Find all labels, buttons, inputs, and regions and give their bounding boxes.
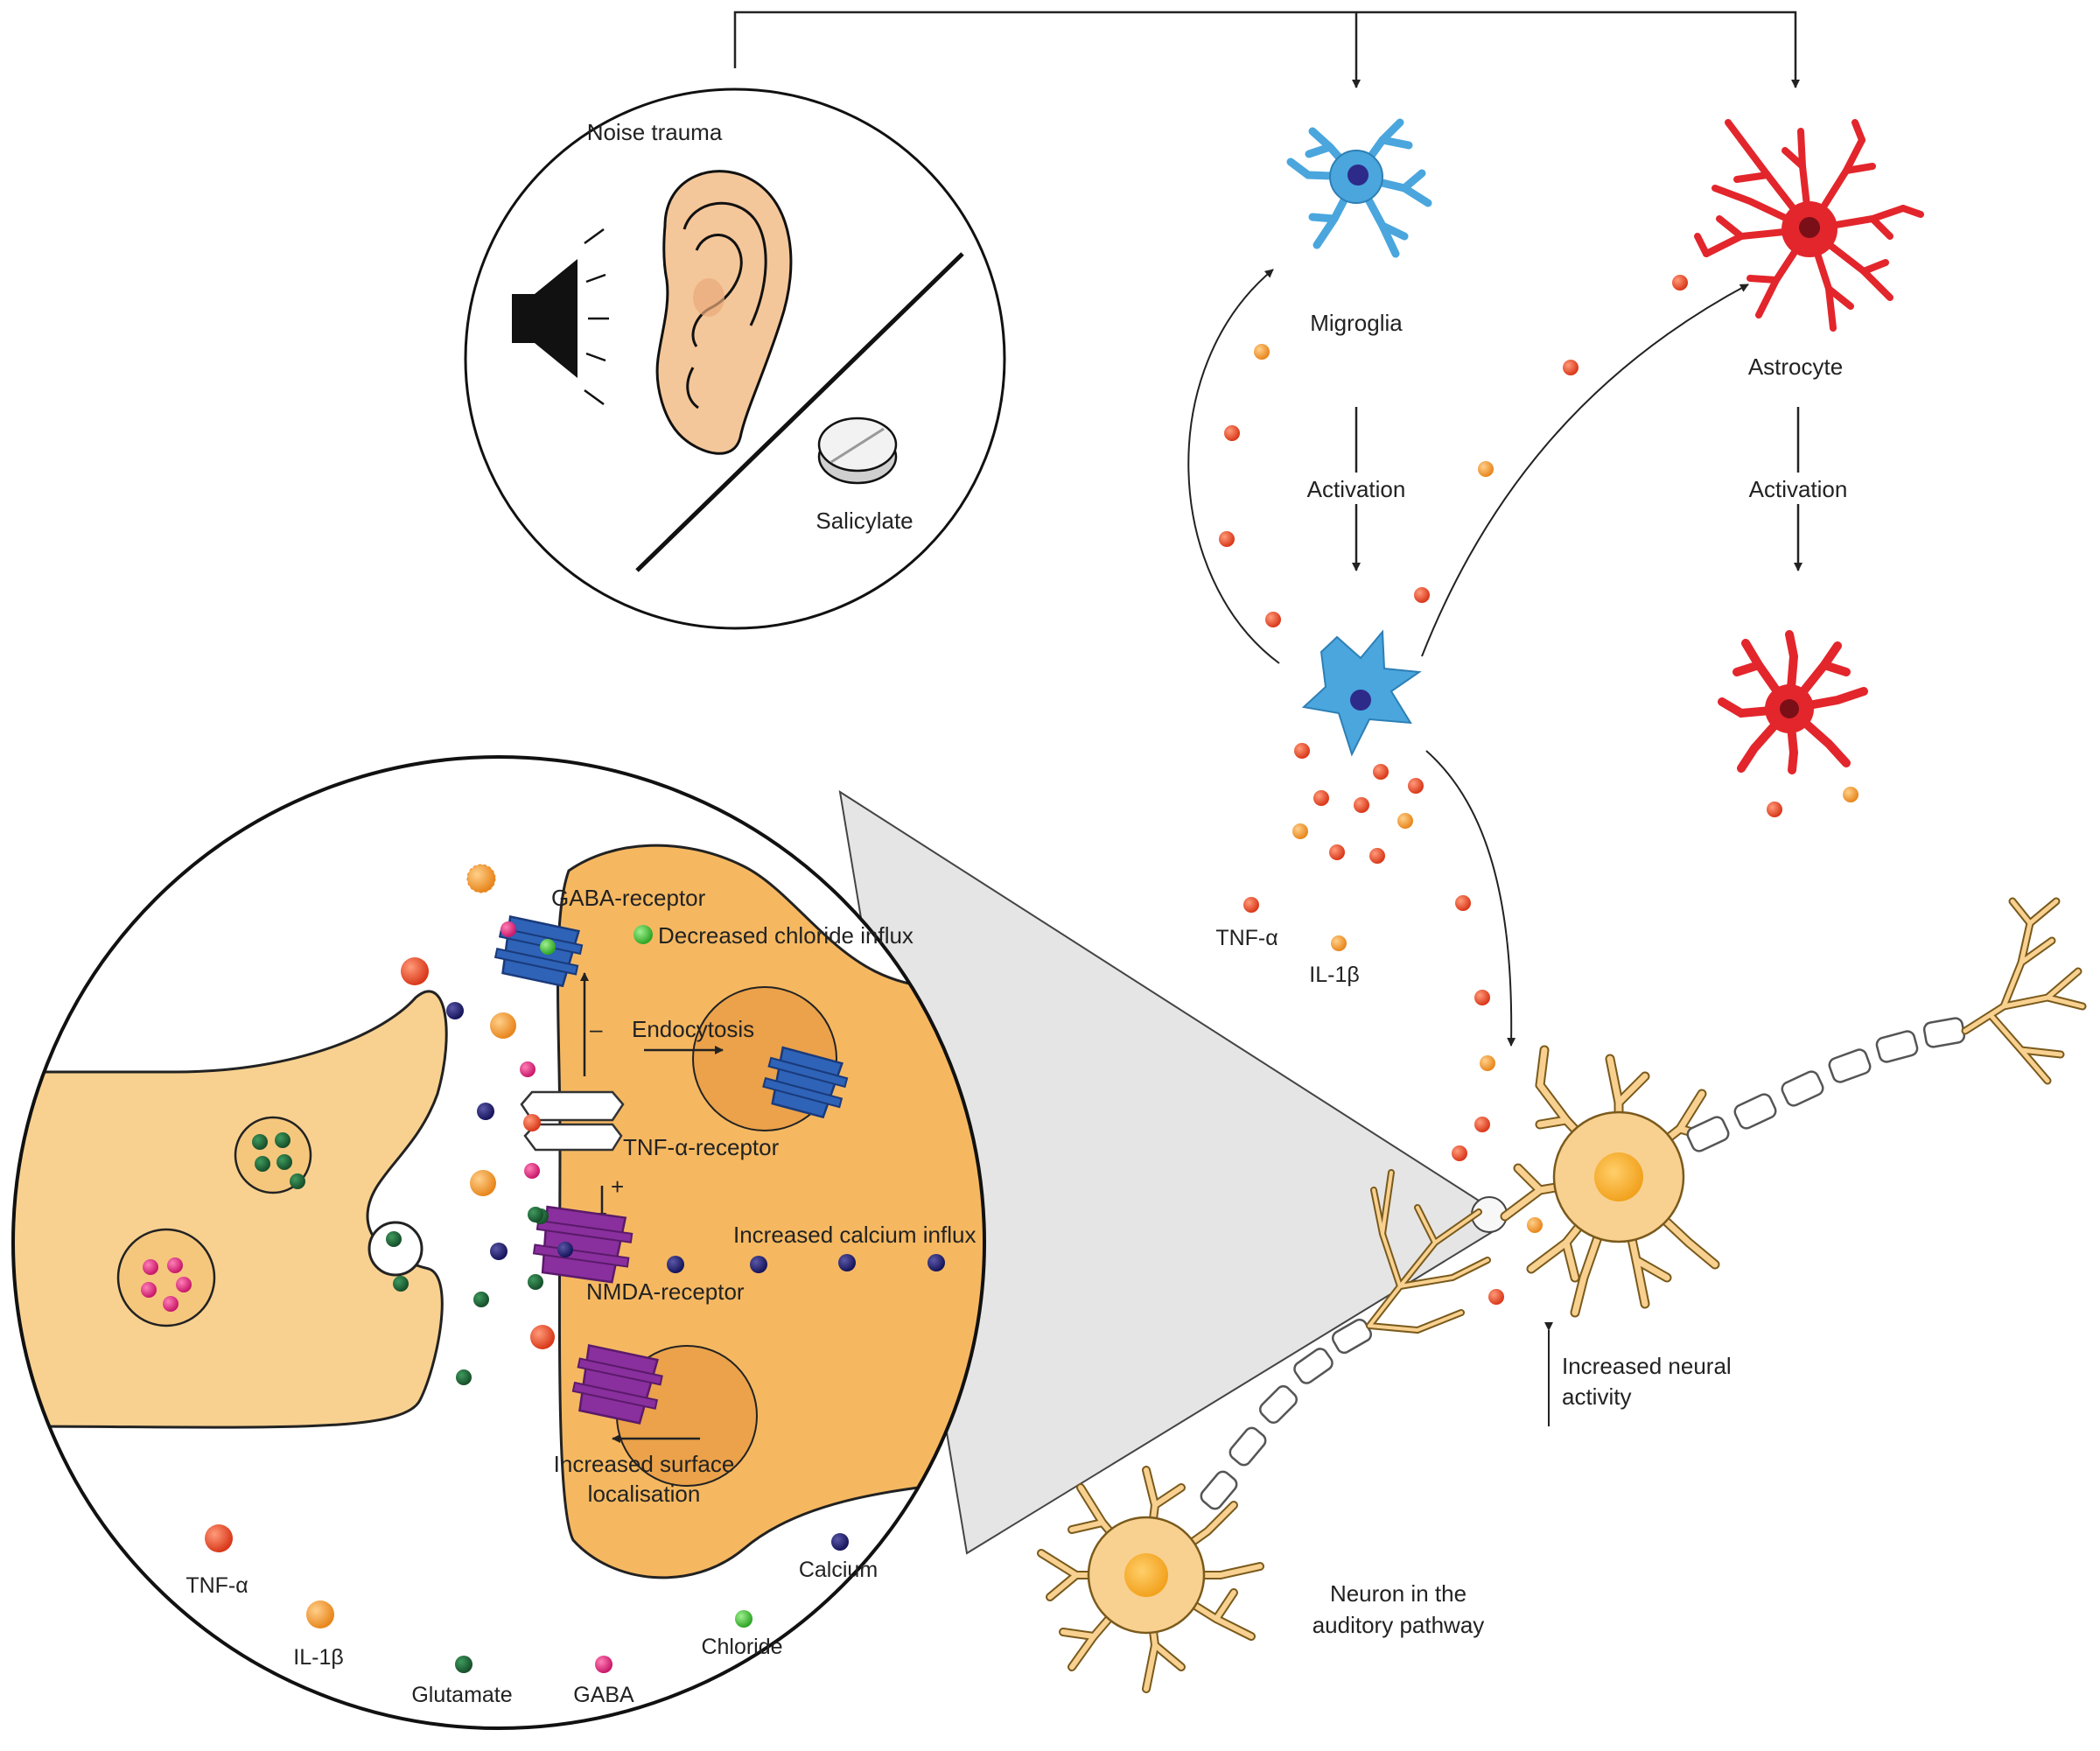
auditory-neuron-main bbox=[1500, 897, 2087, 1318]
legend-tnf-swatch bbox=[205, 1524, 233, 1552]
tnf-alpha-label: TNF-α bbox=[1215, 926, 1278, 950]
pill-icon bbox=[817, 417, 898, 485]
auditory-neuron-second bbox=[1037, 1169, 1491, 1693]
divider-line bbox=[635, 252, 964, 572]
chloride-dot bbox=[634, 925, 653, 944]
legend-calcium-label: Calcium bbox=[799, 1558, 878, 1582]
legend-glutamate-label: Glutamate bbox=[411, 1683, 512, 1707]
pathway-line1: Neuron in the bbox=[1330, 1580, 1466, 1607]
pathway-line2: auditory pathway bbox=[1312, 1612, 1485, 1638]
feedback-arrows bbox=[1187, 269, 1749, 1426]
trigger-circle: Noise trauma Salicylate bbox=[464, 88, 1006, 630]
increased-activity-line2: activity bbox=[1562, 1383, 1631, 1410]
legend: TNF-α IL-1β Glutamate GABA Chloride Calc… bbox=[186, 1524, 878, 1707]
surface-label-line1: Increased surface bbox=[554, 1451, 735, 1477]
gaba-vesicle bbox=[116, 1228, 216, 1327]
tnf-alpha-receptor bbox=[520, 1090, 625, 1152]
astrocyte-activation-label: Activation bbox=[1749, 476, 1848, 502]
presynaptic-terminal bbox=[13, 990, 448, 1429]
increased-activity-line1: Increased neural bbox=[1562, 1353, 1732, 1379]
legend-tnf-label: TNF-α bbox=[186, 1573, 248, 1598]
il1b-label: IL-1β bbox=[1309, 963, 1359, 987]
endocytosis-label: Endocytosis bbox=[632, 1016, 754, 1042]
legend-calcium-swatch bbox=[831, 1533, 849, 1551]
surface-label-line2: localisation bbox=[588, 1481, 701, 1507]
ear-icon bbox=[655, 170, 793, 455]
gaba-receptor-label: GABA-receptor bbox=[551, 885, 706, 911]
cytokine-cloud bbox=[1219, 275, 1858, 1305]
legend-gaba-swatch bbox=[595, 1656, 612, 1673]
astrocyte-resting bbox=[1694, 119, 1924, 332]
speaker-icon bbox=[512, 228, 609, 406]
nmda-receptor-label: NMDA-receptor bbox=[586, 1278, 745, 1305]
salicylate-label: Salicylate bbox=[816, 508, 913, 534]
nmda-receptor-internalized bbox=[571, 1343, 663, 1425]
plus-sign: + bbox=[611, 1173, 624, 1200]
nmda-receptor bbox=[532, 1205, 634, 1284]
glutamate-vesicle bbox=[234, 1116, 312, 1194]
minus-sign: – bbox=[590, 1016, 603, 1042]
microglia-label: Migroglia bbox=[1310, 310, 1403, 336]
astrocyte-label: Astrocyte bbox=[1748, 354, 1843, 380]
microglia-activation-label: Activation bbox=[1307, 476, 1406, 502]
microglia-resting bbox=[1286, 118, 1432, 258]
gaba-receptor bbox=[494, 914, 584, 988]
astrocyte-activated bbox=[1718, 630, 1868, 774]
axon-myelin-second bbox=[1200, 1318, 1373, 1510]
legend-chloride-swatch bbox=[735, 1610, 752, 1628]
legend-chloride-label: Chloride bbox=[701, 1635, 782, 1659]
decreased-chloride-label: Decreased chloride influx bbox=[658, 922, 914, 949]
legend-glutamate-swatch bbox=[455, 1656, 472, 1673]
microglia-activated bbox=[1301, 629, 1422, 757]
legend-il1b-label: IL-1β bbox=[293, 1645, 343, 1670]
gaba-receptor-internalized bbox=[762, 1046, 849, 1119]
synapse-zoom-circle: GABA-receptor Decreased chloride influx … bbox=[11, 755, 986, 1730]
legend-gaba-label: GABA bbox=[573, 1683, 634, 1707]
axon-myelin-main bbox=[1686, 1017, 1966, 1152]
noise-trauma-label: Noise trauma bbox=[587, 119, 723, 145]
tnf-receptor-label: TNF-α-receptor bbox=[623, 1134, 780, 1160]
increased-calcium-label: Increased calcium influx bbox=[733, 1222, 976, 1248]
legend-il1b-swatch bbox=[306, 1600, 334, 1628]
top-bracket bbox=[733, 11, 1800, 88]
